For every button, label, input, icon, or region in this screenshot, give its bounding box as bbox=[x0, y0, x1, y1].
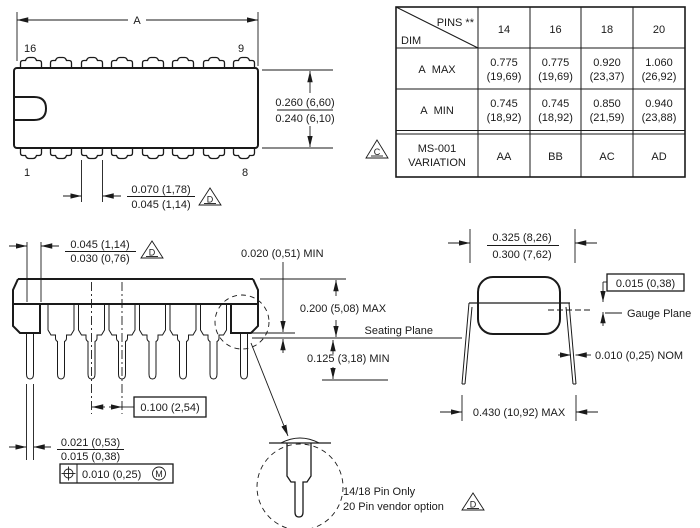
pin1-index-notch bbox=[14, 96, 48, 121]
seating-plane-label: Seating Plane bbox=[365, 325, 434, 337]
dim-body-width-min: 0.240 (6,10) bbox=[275, 113, 334, 125]
cell-variation-16: BB bbox=[548, 151, 563, 163]
detail-callout-circle bbox=[214, 294, 270, 350]
side-view-body bbox=[12, 278, 259, 334]
detail-standoff-dome bbox=[280, 437, 320, 444]
gauge-plane-label: Gauge Plane bbox=[627, 308, 691, 320]
true-position-icon bbox=[61, 466, 76, 481]
dim-lead-offset-max: 0.045 (1,14) bbox=[70, 239, 129, 251]
dim-overall-length: A bbox=[133, 15, 141, 27]
dim-true-position: 0.010 (0,25) bbox=[82, 469, 141, 481]
pin-detail: 14/18 Pin Only 20 Pin vendor option D bbox=[256, 437, 485, 528]
end-view: 0.325 (8,26) 0.300 (7,62) 0.015 (0,38) G… bbox=[440, 229, 691, 421]
dim-row-spacing-max: 0.325 (8,26) bbox=[492, 232, 551, 244]
cell-a-min-16-in: 0.745 bbox=[542, 98, 570, 110]
table-grid bbox=[395, 6, 686, 178]
cell-a-max-14-mm: (19,69) bbox=[487, 71, 522, 83]
note-triangle-d-icon: D bbox=[461, 492, 485, 511]
dim-lead-width-min: 0.015 (0,38) bbox=[61, 451, 120, 463]
detail-circle bbox=[256, 443, 344, 528]
table-corner-dim: DIM bbox=[401, 35, 421, 47]
top-view-body bbox=[13, 67, 259, 149]
side-view: 0.045 (1,14) 0.030 (0,76) D 0.020 (0,51)… bbox=[9, 239, 462, 484]
dim-lead-spread-max: 0.430 (10,92) MAX bbox=[473, 407, 566, 419]
top-view-pins bbox=[19, 56, 256, 160]
svg-text:D: D bbox=[149, 248, 156, 258]
top-view-dim-lines bbox=[16, 12, 333, 202]
dim-standoff-min: 0.020 (0,51) MIN bbox=[241, 248, 324, 260]
cell-a-max-16-mm: (19,69) bbox=[538, 71, 573, 83]
row-label-a-max: A MAX bbox=[418, 64, 456, 76]
col-header-14: 14 bbox=[498, 24, 510, 36]
cell-a-min-14-mm: (18,92) bbox=[487, 112, 522, 124]
svg-text:D: D bbox=[207, 195, 214, 205]
cell-a-min-18-mm: (21,59) bbox=[590, 112, 625, 124]
dim-lead-offset-min: 0.030 (0,76) bbox=[70, 253, 129, 265]
mmc-modifier-icon: M bbox=[152, 466, 166, 481]
dim-body-height-max: 0.200 (5,08) MAX bbox=[300, 303, 387, 315]
col-header-20: 20 bbox=[653, 24, 665, 36]
cell-a-max-14-in: 0.775 bbox=[490, 57, 518, 69]
detail-pin-outline bbox=[286, 443, 312, 518]
dim-lead-shoulder-max: 0.070 (1,78) bbox=[131, 184, 190, 196]
gauge-offset-box bbox=[606, 273, 685, 292]
note-triangle-c-icon: C bbox=[365, 139, 389, 159]
dim-body-width-max: 0.260 (6,60) bbox=[275, 97, 334, 109]
end-view-leads bbox=[461, 302, 577, 385]
cell-a-max-16-in: 0.775 bbox=[542, 57, 570, 69]
pin-1-label: 1 bbox=[24, 167, 30, 179]
detail-leader-line bbox=[250, 342, 289, 437]
pin-8-label: 8 bbox=[242, 167, 248, 179]
note-triangle-d-icon: D bbox=[140, 240, 164, 259]
dim-lead-pitch: 0.100 (2,54) bbox=[140, 402, 199, 414]
cell-a-max-20-in: 1.060 bbox=[645, 57, 673, 69]
cell-variation-20: AD bbox=[651, 151, 666, 163]
svg-text:C: C bbox=[374, 147, 381, 157]
dim-lead-width-max: 0.021 (0,53) bbox=[61, 437, 120, 449]
note-triangle-d-icon: D bbox=[198, 187, 222, 206]
cell-a-max-20-mm: (26,92) bbox=[642, 71, 677, 83]
dim-row-spacing-min: 0.300 (7,62) bbox=[492, 249, 551, 261]
cell-a-min-20-mm: (23,88) bbox=[642, 112, 677, 124]
dim-lead-shoulder-min: 0.045 (1,14) bbox=[131, 199, 190, 211]
feature-control-frame: 0.010 (0,25) M bbox=[59, 463, 174, 484]
row-label-a-min: A MIN bbox=[420, 105, 454, 117]
col-header-18: 18 bbox=[601, 24, 613, 36]
pin-9-label: 9 bbox=[238, 43, 244, 55]
dim-lead-thickness: 0.010 (0,25) NOM bbox=[595, 350, 683, 362]
cell-a-min-18-in: 0.850 bbox=[593, 98, 621, 110]
cell-a-max-18-mm: (23,37) bbox=[590, 71, 625, 83]
col-header-16: 16 bbox=[549, 24, 561, 36]
side-view-centerlines bbox=[91, 282, 123, 414]
side-view-pins bbox=[26, 303, 248, 380]
side-view-dim-lines bbox=[9, 242, 388, 460]
pitch-dim-box bbox=[133, 396, 207, 418]
cell-a-max-18-in: 0.920 bbox=[593, 57, 621, 69]
dim-lead-below-min: 0.125 (3,18) MIN bbox=[307, 353, 390, 365]
cell-a-min-16-mm: (18,92) bbox=[538, 112, 573, 124]
detail-note-line2: 20 Pin vendor option bbox=[343, 501, 444, 513]
end-view-body bbox=[477, 276, 561, 335]
svg-text:D: D bbox=[470, 500, 477, 510]
cell-variation-14: AA bbox=[497, 151, 512, 163]
cell-a-min-14-in: 0.745 bbox=[490, 98, 518, 110]
dim-gauge-offset: 0.015 (0,38) bbox=[616, 278, 675, 290]
svg-text:M: M bbox=[155, 469, 163, 479]
detail-note-line1: 14/18 Pin Only bbox=[343, 486, 416, 498]
end-view-dim-lines bbox=[440, 229, 622, 421]
pin-16-label: 16 bbox=[24, 43, 36, 55]
table-corner-pins: PINS ** bbox=[437, 17, 475, 29]
dimension-table: PINS ** DIM 14 16 18 20 A MAX 0.775 (19,… bbox=[365, 6, 686, 178]
top-view: A 16 9 1 8 0.260 (6,60) 0.240 (6,10) 0.0… bbox=[13, 12, 335, 211]
cell-a-min-20-in: 0.940 bbox=[645, 98, 673, 110]
row-label-variation-1: MS-001 bbox=[418, 143, 457, 155]
cell-variation-18: AC bbox=[599, 151, 614, 163]
row-label-variation-2: VARIATION bbox=[408, 157, 466, 169]
